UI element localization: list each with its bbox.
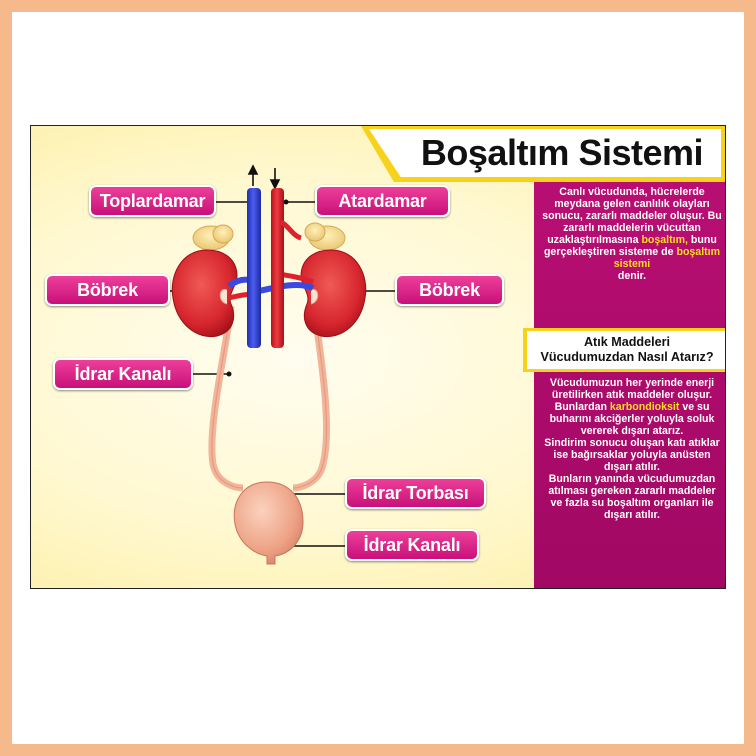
poster: Toplardamar Atardamar Böbrek Böbrek İdra… <box>30 125 726 589</box>
question-line-1: Atık Maddeleri <box>583 335 671 349</box>
answer-text: Vücudumuzun her yerinde enerji üretilirk… <box>542 377 722 521</box>
label-atardamar: Atardamar <box>315 185 450 217</box>
answer-highlight-karbondioksit: karbondioksit <box>609 401 680 413</box>
question-box: Atık Maddeleri Vücudumuzdan Nasıl Atarız… <box>527 331 725 369</box>
answer-paragraph-3: Bunların yanında vücudumuzdan atılması g… <box>548 473 716 521</box>
label-idrar-kanali-upper: İdrar Kanalı <box>53 358 193 390</box>
answer-text-after: ve su buharını akciğerler yoluyla soluk … <box>549 401 715 437</box>
answer-paragraph-2: Sindirim sonucu oluşan katı atıklar ise … <box>544 437 720 473</box>
intro-text: Canlı vücudunda, hücrelerde meydana gele… <box>542 186 722 282</box>
intro-text-middle: bunu gerçekleştiren sisteme de <box>543 234 717 258</box>
intro-highlight-bosaltim: boşaltım, <box>641 234 688 246</box>
intro-text-before: Canlı vücudunda, hücrelerde meydana gele… <box>542 186 722 246</box>
label-idrar-kanali-lower: İdrar Kanalı <box>345 529 479 561</box>
label-bobrek-left: Böbrek <box>45 274 170 306</box>
intro-highlight-bosaltim-sistemi: boşaltım sistemi <box>613 246 721 270</box>
info-panel <box>534 182 725 588</box>
label-bobrek-right: Böbrek <box>395 274 504 306</box>
answer-text-before: Vücudumuzun her yerinde enerji üretilirk… <box>549 377 715 413</box>
intro-text-after: denir. <box>617 270 647 282</box>
page-title: Boşaltım Sistemi <box>420 132 704 173</box>
question-line-2: Vücudumuzdan Nasıl Atarız? <box>540 350 714 364</box>
title-box: Boşaltım Sistemi <box>369 129 721 177</box>
label-toplardamar: Toplardamar <box>89 185 216 217</box>
urinary-system-illustration <box>168 164 396 565</box>
label-idrar-torbasi: İdrar Torbası <box>345 477 486 509</box>
